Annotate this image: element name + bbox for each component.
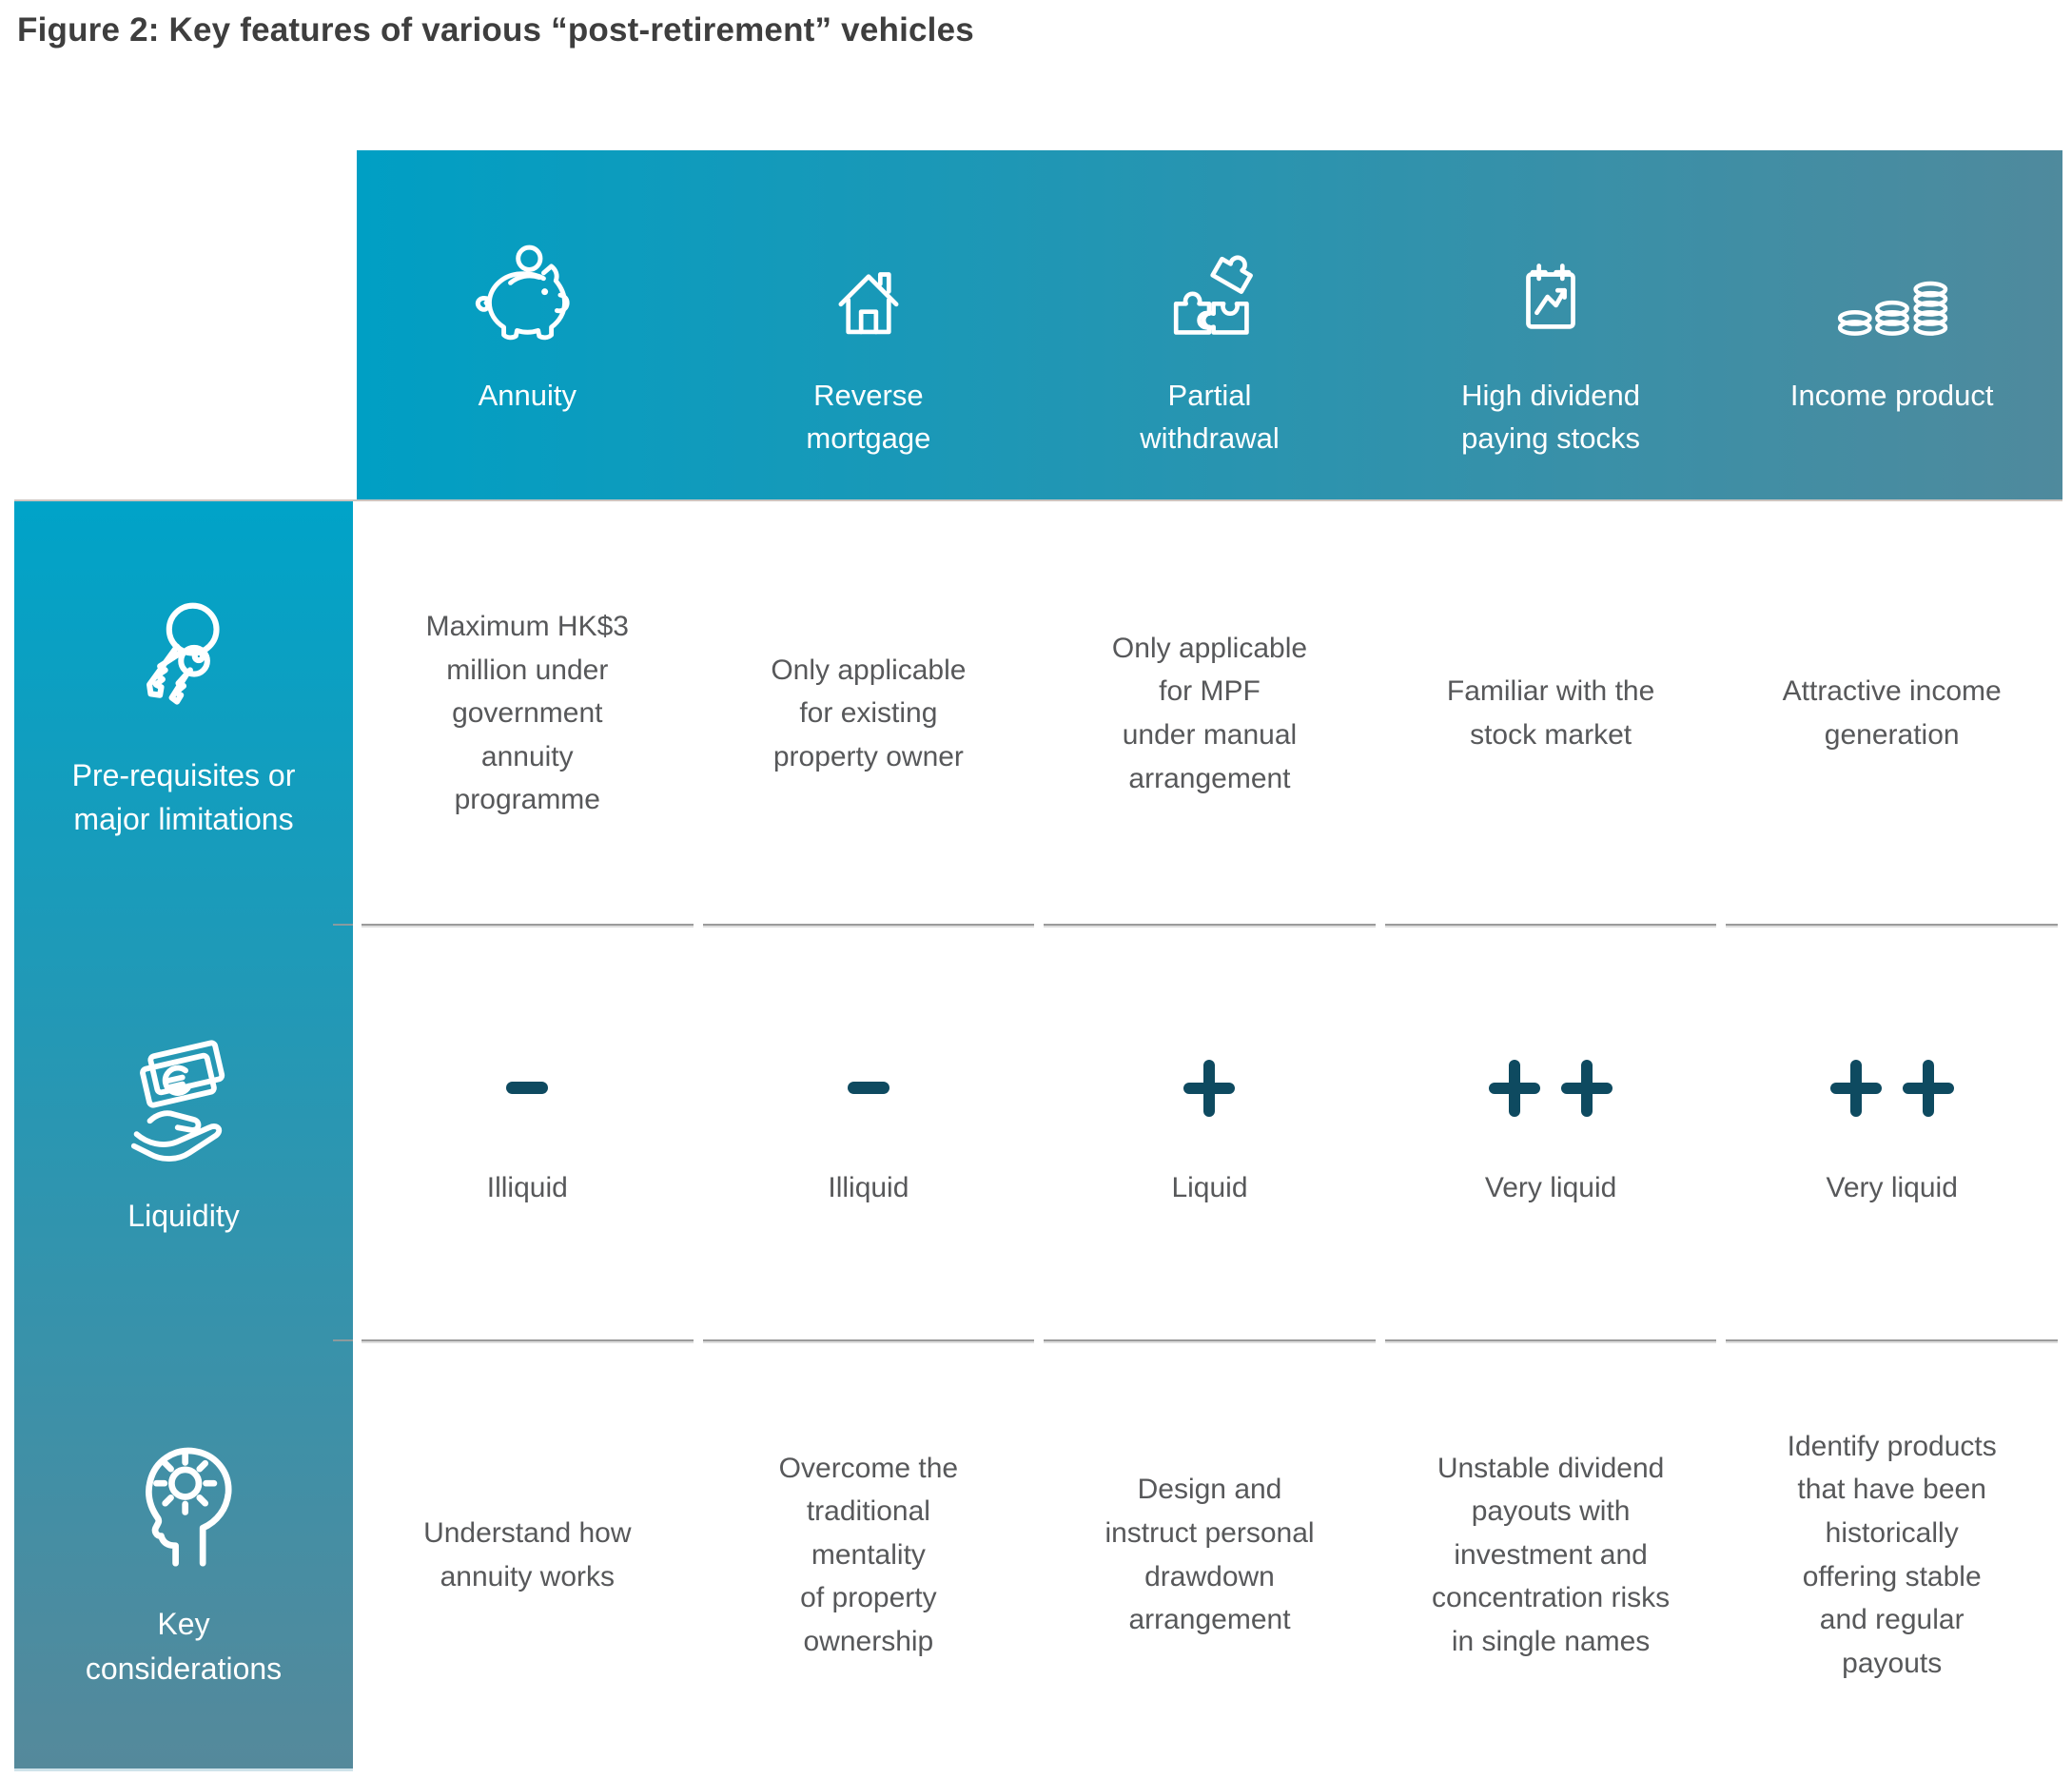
cell-prerequisites-reverse-mortgage: Only applicable for existing property ow… [771, 654, 967, 772]
column-header-reverse-mortgage: Reverse mortgage [698, 150, 1040, 501]
cell-considerations-annuity: Understand how annuity works [423, 1516, 632, 1592]
cell-liquidity-reverse-mortgage: Illiquid [698, 926, 1040, 1341]
house-icon [811, 205, 926, 350]
row-header-label: Liquidity [127, 1199, 240, 1234]
row-key-considerations: Understand how annuity works Overcome th… [357, 1341, 2062, 1768]
column-label: Annuity [478, 379, 577, 412]
column-header-income-product: Income product [1721, 150, 2062, 501]
calendar-chart-icon [1494, 205, 1608, 350]
figure-title: Figure 2: Key features of various “post-… [17, 11, 974, 49]
row-header-key-considerations: Key considerations [14, 1341, 353, 1768]
column-label: Partial withdrawal [1140, 379, 1280, 455]
column-header-band: Annuity Reverse mortgage [357, 150, 2062, 501]
piggy-bank-icon [466, 205, 588, 350]
coin-stacks-icon [1821, 205, 1964, 350]
liquidity-label: Illiquid [486, 1171, 568, 1203]
row-header-label: Key considerations [85, 1607, 283, 1686]
liquidity-symbol-plus-plus [1829, 1058, 1954, 1119]
liquidity-symbol-plus-plus [1489, 1058, 1613, 1119]
cell-prerequisites-partial-withdrawal: Only applicable for MPF under manual arr… [1111, 632, 1308, 794]
column-label: Reverse mortgage [806, 379, 931, 455]
cell-liquidity-annuity: Illiquid [357, 926, 698, 1341]
row-header-liquidity: Liquidity [14, 926, 353, 1341]
liquidity-symbol-minus [847, 1058, 889, 1119]
row-header-band: Pre-requisites or major limitations [14, 501, 353, 1771]
cell-liquidity-partial-withdrawal: Liquid [1039, 926, 1380, 1341]
cell-considerations-reverse-mortgage: Overcome the traditional mentality of pr… [778, 1452, 959, 1657]
liquidity-label: Illiquid [828, 1171, 909, 1203]
puzzle-icon [1149, 205, 1269, 350]
row-prerequisites: Maximum HK$3 million under government an… [357, 501, 2062, 926]
cell-considerations-income-product: Identify products that have been histori… [1787, 1430, 1997, 1679]
cell-prerequisites-income-product: Attractive income generation [1782, 675, 2002, 751]
keys-icon [111, 586, 256, 731]
row-header-prerequisites: Pre-requisites or major limitations [14, 501, 353, 926]
row-header-label: Pre-requisites or major limitations [71, 757, 296, 836]
liquidity-label: Liquid [1171, 1171, 1248, 1203]
liquidity-label: Very liquid [1484, 1171, 1617, 1203]
cash-in-hand-icon [108, 1028, 260, 1171]
column-header-annuity: Annuity [357, 150, 698, 501]
row-liquidity: Illiquid Illiquid Liquid Very liquid Ver… [357, 926, 2062, 1341]
liquidity-symbol-plus [1183, 1058, 1236, 1119]
column-label: Income product [1789, 379, 1994, 412]
cell-prerequisites-dividend-stocks: Familiar with the stock market [1446, 675, 1655, 751]
header-divider-line [14, 499, 2062, 501]
column-header-high-dividend-stocks: High dividend paying stocks [1380, 150, 1722, 501]
cell-considerations-dividend-stocks: Unstable dividend payouts with investmen… [1432, 1452, 1671, 1657]
cell-liquidity-income-product: Very liquid [1721, 926, 2062, 1341]
cell-prerequisites-annuity: Maximum HK$3 million under government an… [425, 611, 629, 816]
row-divider [357, 1339, 2062, 1341]
column-header-partial-withdrawal: Partial withdrawal [1039, 150, 1380, 501]
liquidity-label: Very liquid [1826, 1171, 1958, 1203]
cell-considerations-partial-withdrawal: Design and instruct personal drawdown ar… [1104, 1474, 1315, 1636]
row-divider-stub [333, 1339, 353, 1341]
row-divider-stub [333, 924, 353, 926]
liquidity-symbol-minus [506, 1058, 549, 1119]
column-label: High dividend paying stocks [1461, 379, 1641, 455]
head-gear-icon [104, 1419, 264, 1579]
cell-liquidity-dividend-stocks: Very liquid [1380, 926, 1722, 1341]
row-divider [357, 924, 2062, 926]
